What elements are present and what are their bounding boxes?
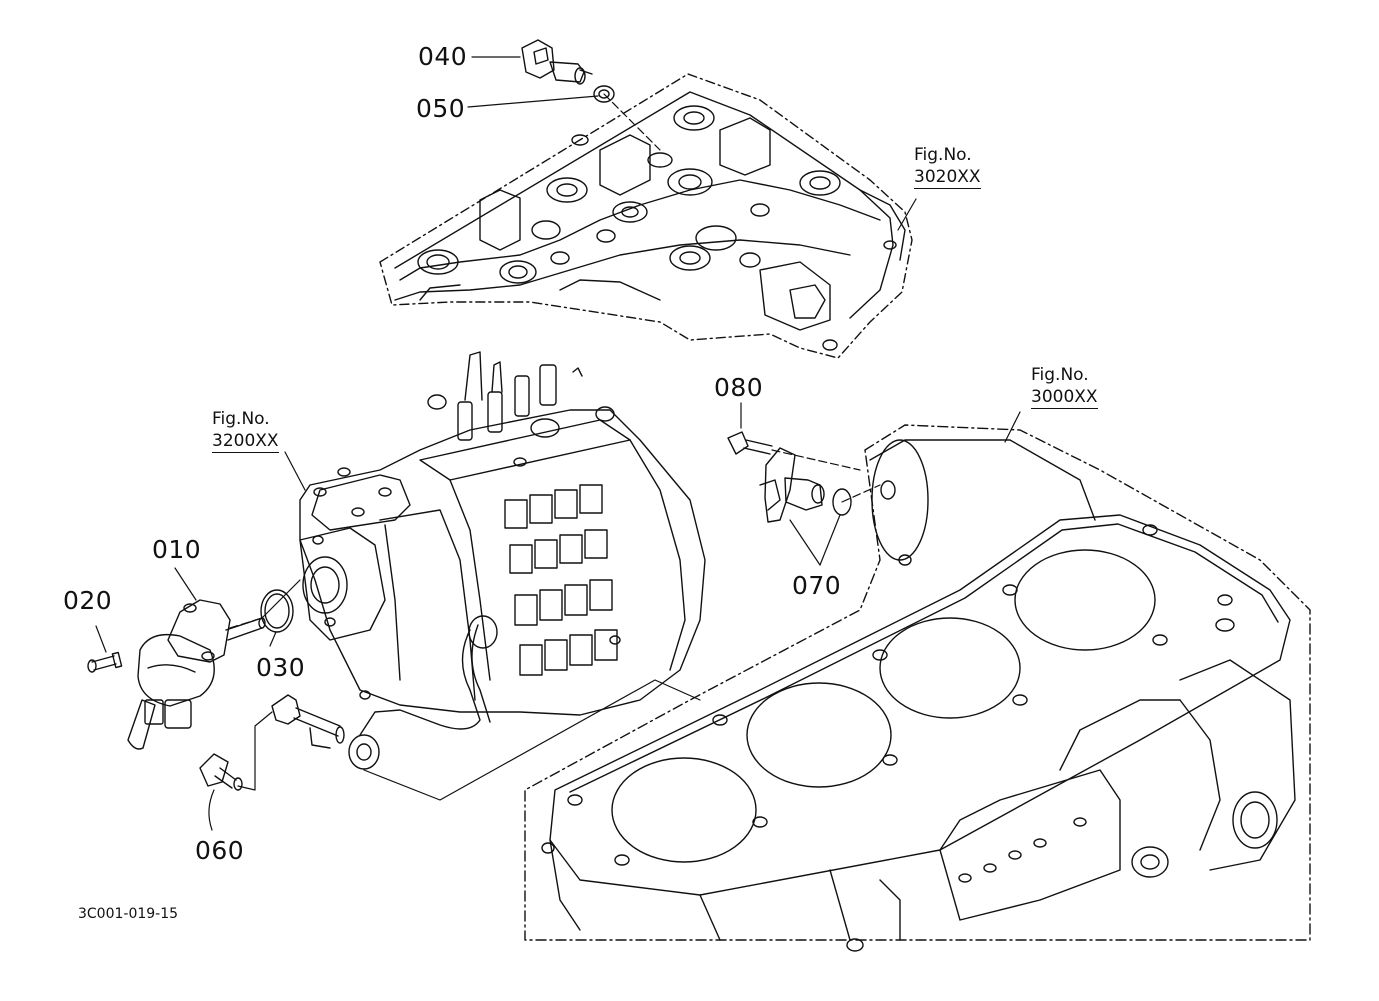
figure-ref-prefix: Fig.No.: [212, 409, 270, 429]
part-label-030: 030: [256, 653, 306, 682]
figure-ref-prefix: Fig.No.: [914, 145, 972, 165]
bolt-part: [87, 651, 123, 673]
figure-ref-crankcase: Fig.No. 3000XX: [1031, 364, 1098, 409]
o-ring-part: [260, 589, 294, 633]
figure-ref-number: 3200XX: [212, 431, 279, 453]
figure-ref-injection-pump: Fig.No. 3200XX: [212, 408, 279, 453]
o-ring-inner: [264, 593, 290, 629]
part-label-050: 050: [416, 94, 466, 123]
figure-ref-number: 3000XX: [1031, 387, 1098, 409]
part-label-070: 070: [792, 571, 842, 600]
part-label-010: 010: [152, 535, 202, 564]
banjo-bolt-part: [271, 694, 345, 749]
oil-pressure-switch-part: [199, 753, 243, 791]
cylinder-head-drawing: [379, 73, 913, 359]
figure-ref-number: 3020XX: [914, 167, 981, 189]
part-label-020: 020: [63, 586, 113, 615]
figure-ref-cylinder-head: Fig.No. 3020XX: [914, 144, 981, 189]
gasket-part: [593, 85, 615, 103]
figure-ref-prefix: Fig.No.: [1031, 365, 1089, 385]
temperature-sensor-part: [521, 39, 593, 85]
part-label-080: 080: [714, 373, 764, 402]
part-label-060: 060: [195, 836, 245, 865]
gasket-inner: [598, 89, 610, 99]
sensor-bolt-part: [727, 431, 773, 455]
crankcase-drawing: [524, 424, 1311, 952]
part-label-040: 040: [418, 42, 468, 71]
leader-lines: [95, 56, 1021, 831]
injection-pump-drawing: [299, 351, 706, 770]
stop-solenoid-part: [127, 599, 266, 750]
drawing-code: 3C001-019-15: [78, 906, 179, 922]
speed-sensor-part: [759, 447, 852, 523]
